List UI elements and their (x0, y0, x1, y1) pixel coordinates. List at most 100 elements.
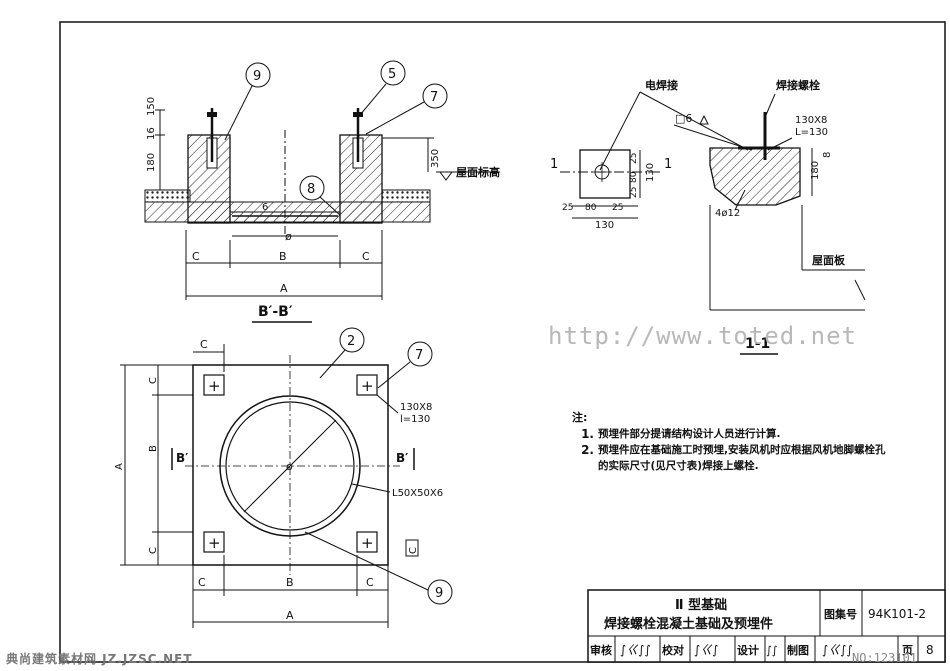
plan-callout-9-circle (427, 579, 453, 605)
rebar-label: 4ø12 (715, 208, 740, 219)
section-bb-title: B′-B′ (258, 304, 293, 320)
callout-9-circle (245, 62, 271, 88)
cut-left: B′ (176, 451, 188, 465)
note-item: 1. 预埋件部分提请结构设计人员进行计算. (572, 426, 892, 442)
dim-c-right: C (362, 250, 370, 263)
footer-source: 典尚建筑素材网 JZ.JZSC.NET (6, 652, 193, 666)
plan-left-c-top: C (148, 377, 159, 384)
height-6: 6 (262, 202, 268, 213)
callout-8-leader (319, 196, 341, 216)
plate-total-h: 130 (595, 220, 614, 231)
callout-9-leader (224, 85, 253, 141)
plate-detail: 1 1 25 80 25 130 25 80 25 130 (550, 149, 672, 231)
diameter-label: ø (285, 230, 292, 243)
plan-angle-spec: L50X50X6 (392, 488, 443, 499)
roof-slab-label: 屋面板 (812, 253, 846, 267)
insulation-layer-right (381, 189, 431, 203)
plan-bottom-c-right: C (366, 576, 374, 589)
plan-top-c: C (200, 338, 208, 351)
plan-diameter-line (243, 419, 337, 513)
plate-section-mark-right: 1 (664, 157, 672, 172)
plan-view: ø + + + + B′ B′ C C B C A C (114, 327, 453, 628)
plan-opening-inner (225, 401, 355, 531)
weld-leader (599, 91, 641, 171)
draw-signature: ∫ㄍ∫∫ (822, 643, 853, 657)
atlas-label: 图集号 (824, 607, 857, 621)
plan-plate-leader (376, 394, 399, 414)
watermark: http://www.toted.net (548, 322, 857, 350)
height-16: 16 (146, 127, 157, 140)
page-number: 8 (926, 643, 934, 657)
corner-plate-tl-mark: + (208, 377, 221, 395)
callout-7-leader (365, 101, 425, 135)
callout-7: 7 (430, 90, 438, 105)
page-label: 页 (902, 644, 913, 657)
corner-plate-tr (356, 374, 378, 396)
check-signature: ∫ㄍ∫ (694, 643, 719, 657)
title-line-2: 焊接螺栓混凝土基础及预埋件 (604, 616, 773, 632)
plate-spec-leader (767, 137, 793, 151)
footer-number: NO:123101 (852, 651, 918, 665)
drawing-frame (59, 21, 946, 663)
title-line-1: Ⅱ 型基础 (675, 597, 727, 613)
section-11-h180: 180 (810, 161, 821, 180)
notes-header: 注: (572, 411, 588, 424)
bolt-label: 焊接螺栓 (776, 78, 820, 92)
callout-7-circle (422, 83, 448, 109)
plan-plate-spec: 130X8 (400, 402, 432, 413)
note-number: 2. (581, 443, 594, 457)
bolt-nut-left (207, 112, 217, 117)
plan-callout-7-circle (407, 341, 433, 367)
plate-dim-h-2: 80 (585, 203, 597, 213)
plan-callout-7: 7 (415, 348, 423, 363)
plan-callout-2-leader (319, 349, 346, 379)
bolt-nut-right (353, 112, 363, 117)
plan-bottom-a: A (286, 609, 294, 622)
title-block-frame (587, 589, 946, 663)
check-label: 校对 (662, 643, 684, 657)
section-11-title: 1-1 (745, 336, 770, 352)
section-11: 电焊接 焊接螺栓 □6 130X8 L=130 180 8 4ø12 屋面板 1… (599, 78, 866, 355)
plate-section-mark-left: 1 (550, 157, 558, 172)
roof-elevation-label: 屋面标高 (456, 165, 500, 179)
height-180: 180 (146, 153, 157, 172)
callout-8: 8 (307, 182, 315, 197)
section-11-break (854, 279, 866, 301)
callout-5: 5 (388, 67, 396, 82)
plan-diameter: ø (286, 460, 293, 473)
note-text: 预埋件部分提请结构设计人员进行计算. (598, 428, 781, 440)
atlas-number: 94K101-2 (868, 607, 926, 621)
note-item: 2. 预埋件应在基础施工时预埋,安装风机时应根据风机地脚螺栓孔的实际尺寸(见尺寸… (572, 442, 892, 474)
height-150: 150 (146, 97, 157, 116)
height-350: 350 (430, 149, 441, 168)
dim-b: B (279, 250, 287, 263)
corner-plate-bl-mark: + (208, 534, 221, 552)
design-signature: ∫∫ (766, 644, 777, 657)
plan-bottom-b: B (286, 576, 294, 589)
callout-9: 9 (253, 69, 261, 84)
section-bb: 150 16 180 6 350 屋面标高 ø C B C A B′-B′ 9 (144, 60, 500, 323)
callout-5-leader (359, 83, 387, 116)
weld-symbol-leader (673, 124, 753, 151)
plate-length: L=130 (795, 127, 828, 138)
weld-symbol: □6 (675, 112, 692, 125)
plan-right-c-box (405, 539, 419, 557)
review-signature: ∫ㄍ∫∫ (620, 643, 651, 657)
plan-callout-2: 2 (347, 334, 355, 349)
dim-c-left: C (192, 250, 200, 263)
weld-label: 电焊接 (645, 78, 678, 92)
cut-right: B′ (396, 451, 408, 465)
plan-outline (192, 364, 389, 566)
plan-callout-9-leader (304, 531, 429, 591)
plan-callout-9: 9 (435, 586, 443, 601)
review-label: 审核 (590, 643, 612, 657)
callout-5-circle (380, 60, 406, 86)
plate (579, 149, 631, 199)
plate-dim-h-3: 25 (612, 203, 623, 213)
plate-dim-h-1: 25 (562, 203, 573, 213)
corner-plate-br-mark: + (361, 534, 374, 552)
weld-triangle (699, 114, 709, 125)
plan-left-b: B (148, 445, 159, 452)
plan-plate-length: l=130 (400, 414, 430, 425)
